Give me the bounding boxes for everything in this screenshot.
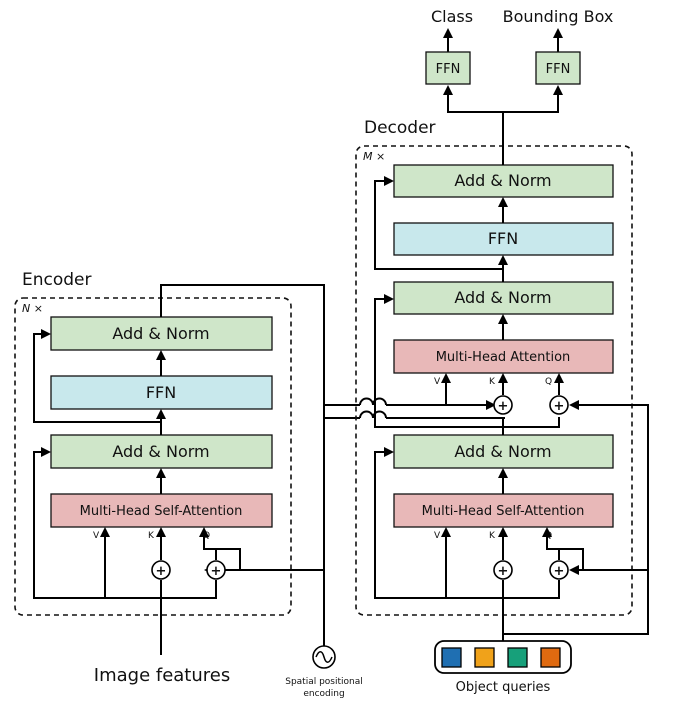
decoder-cross-add-k-sign: + [498,399,509,414]
encoder-block [14,297,292,616]
decoder-repeat-label: M × [363,150,385,163]
decoder-cross-k-label: K [489,377,496,387]
object-queries-label: Object queries [456,680,551,695]
decoder-add-norm-bottom [393,434,614,469]
class-ffn-label: FFN [436,62,461,77]
class-label: Class [431,7,473,26]
encoder-add-norm-top-label: Add & Norm [112,324,209,343]
crossing-hop-upper [359,397,387,406]
object-query-token [441,647,462,668]
encoder-ffn [50,375,273,410]
decoder-ffn-label: FFN [488,229,518,248]
class-ffn [425,51,471,85]
decoder-self-k-label: K [489,531,496,541]
decoder-add-k-circle [493,560,513,580]
decoder-add-norm-mid-label: Add & Norm [454,288,551,307]
decoder-cross-add-q-circle [549,395,569,415]
decoder-add-norm-top-label: Add & Norm [454,171,551,190]
encoder-ffn-label: FFN [146,383,176,402]
decoder-add-norm-bottom-label: Add & Norm [454,442,551,461]
encoder-add-norm-bottom-label: Add & Norm [112,442,209,461]
spatial-encoding-label-line1: Spatial positional [285,677,363,687]
object-query-token [540,647,561,668]
object-query-token [474,647,495,668]
decoder-add-q-sign: + [554,564,565,579]
crossing-hop-lower [359,410,387,419]
encoder-self-attention-label: Multi-Head Self-Attention [80,504,243,519]
bbox-ffn [535,51,581,85]
decoder-connections [374,85,649,641]
decoder-add-norm-mid [393,281,614,315]
decoder-add-k-sign: + [498,564,509,579]
encoder-repeat-label: N × [22,302,43,315]
sine-wave-glyph [315,651,333,663]
decoder-self-attention-label: Multi-Head Self-Attention [422,504,585,519]
encoder-k-label: K [148,531,155,541]
encoder-add-k-circle [151,560,171,580]
decoder-add-norm-top [393,164,614,198]
encoder-add-q-sign: + [211,564,222,579]
bbox-ffn-label: FFN [546,62,571,77]
decoder-block [355,145,633,616]
encoder-title: Encoder [22,270,92,290]
decoder-cross-attention-label: Multi-Head Attention [436,350,571,365]
spatial-encoding-label-line2: encoding [303,689,344,699]
image-features-label: Image features [94,665,230,686]
decoder-self-attention [393,493,614,528]
decoder-cross-attention [393,339,614,374]
decoder-title: Decoder [364,118,436,138]
object-queries-container [434,640,572,674]
decoder-cross-v-label: V [434,377,441,387]
encoder-add-k-sign: + [156,564,167,579]
encoder-v-label: V [93,531,100,541]
bounding-box-label: Bounding Box [503,7,614,26]
decoder-cross-add-q-sign: + [554,399,565,414]
decoder-cross-add-k-circle [493,395,513,415]
decoder-self-v-label: V [434,531,441,541]
encoder-add-q-circle [206,560,226,580]
decoder-cross-q-label: Q [545,377,552,387]
decoder-add-q-circle [549,560,569,580]
object-query-token [507,647,528,668]
object-query-tokens [441,647,561,668]
encoder-connections [33,284,505,655]
